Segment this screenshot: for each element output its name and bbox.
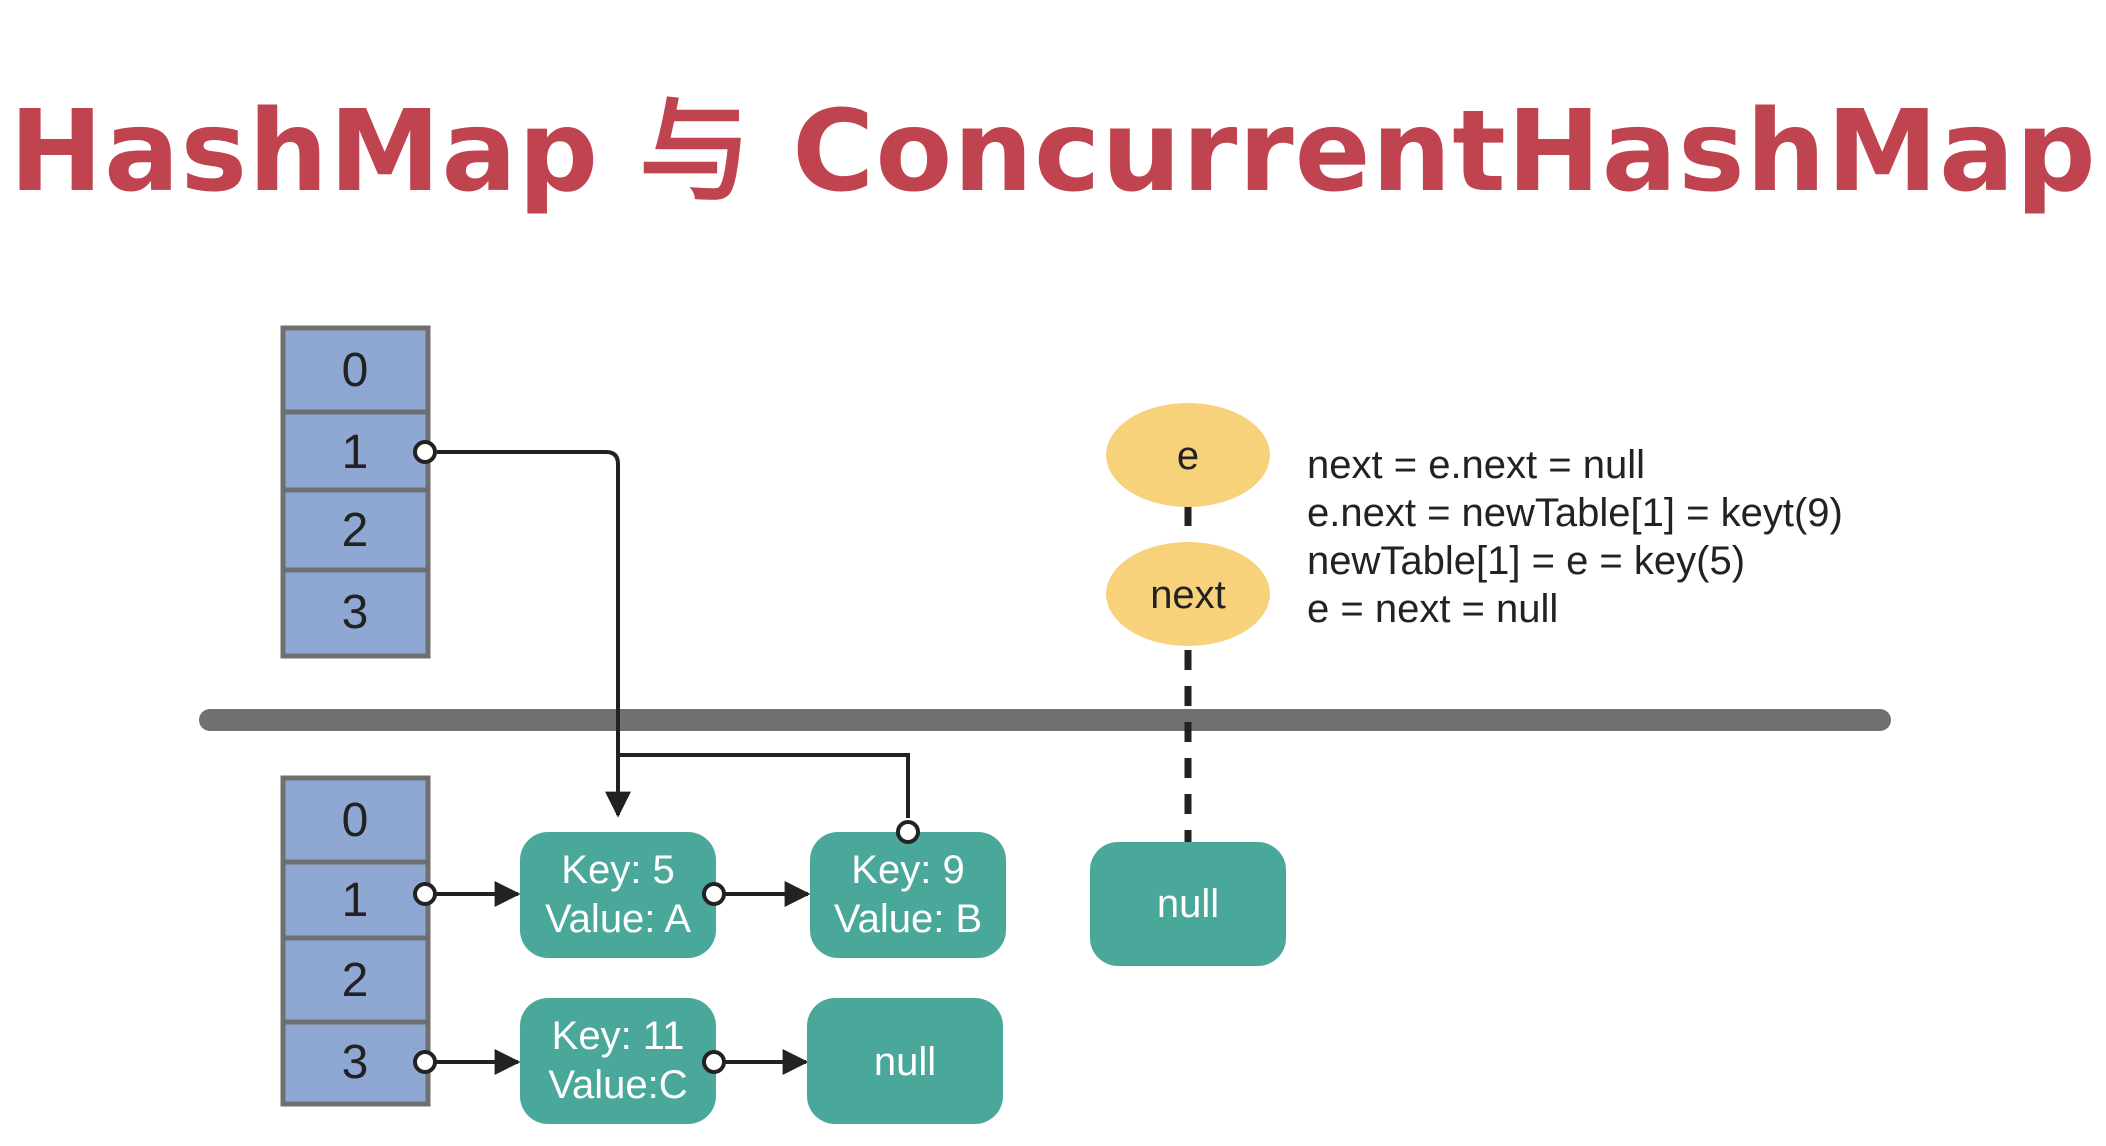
new-bucket-0 xyxy=(280,775,431,865)
old-bucket-1 xyxy=(280,409,431,493)
old-bucket-3-label: 3 xyxy=(342,586,369,639)
node-key5-key: Key: 5 xyxy=(561,848,674,892)
new-bucket-3-dot xyxy=(413,1050,437,1074)
new-bucket-3-label: 3 xyxy=(342,1036,369,1089)
page-title: HashMap 与 ConcurrentHashMap xyxy=(9,87,2097,217)
node-key9-value: Value: B xyxy=(834,897,982,941)
node-key9-key: Key: 9 xyxy=(851,848,964,892)
new-bucket-1 xyxy=(280,859,431,941)
key11-next-dot xyxy=(702,1050,726,1074)
old-bucket-3 xyxy=(280,567,431,659)
old-bucket-0-label: 0 xyxy=(342,344,369,397)
pointer-e-label: e xyxy=(1177,434,1199,478)
node-null-next-label: null xyxy=(1157,882,1219,926)
node-null-chain3-label: null xyxy=(874,1040,936,1084)
pointer-e: e xyxy=(1106,403,1270,507)
new-bucket-1-label: 1 xyxy=(342,874,369,927)
new-bucket-2-label: 2 xyxy=(342,954,369,1007)
node-key11: Key: 11 Value:C xyxy=(520,998,716,1124)
node-dots xyxy=(702,820,920,1074)
code-line-4: e = next = null xyxy=(1307,587,1558,631)
node-key9: Key: 9 Value: B xyxy=(810,832,1006,958)
node-key11-key: Key: 11 xyxy=(552,1014,685,1058)
node-null-chain3: null xyxy=(807,998,1003,1124)
node-null-next: null xyxy=(1090,842,1286,966)
node-key5-value: Value: A xyxy=(545,897,691,941)
connection-dots xyxy=(413,440,437,1074)
key5-next-dot xyxy=(702,882,726,906)
code-line-3: newTable[1] = e = key(5) xyxy=(1307,539,1745,583)
old-bucket-2 xyxy=(280,487,431,573)
old-bucket-1-to-key5-line xyxy=(437,450,631,818)
new-bucket-1-dot xyxy=(413,882,437,906)
node-key11-value: Value:C xyxy=(548,1063,687,1107)
connectors xyxy=(434,450,910,1075)
code-line-2: e.next = newTable[1] = keyt(9) xyxy=(1307,491,1843,535)
old-bucket-table: 0 1 2 3 xyxy=(280,325,431,659)
key9-next-dot xyxy=(896,820,920,844)
new-bucket-table: 0 1 2 3 xyxy=(280,775,431,1107)
old-bucket-1-dot xyxy=(413,440,437,464)
node-key5: Key: 5 Value: A xyxy=(520,832,716,958)
new-bucket-0-label: 0 xyxy=(342,794,369,847)
old-bucket-1-label: 1 xyxy=(342,426,369,479)
old-bucket-0 xyxy=(280,325,431,415)
new-bucket-2 xyxy=(280,935,431,1025)
old-bucket-2-label: 2 xyxy=(342,504,369,557)
pointer-next-label: next xyxy=(1150,573,1226,617)
code-block: next = e.next = null e.next = newTable[1… xyxy=(1307,443,1843,631)
code-line-1: next = e.next = null xyxy=(1307,443,1645,487)
pointer-next: next xyxy=(1106,542,1270,646)
key9-to-key5-loop-line xyxy=(618,753,910,818)
